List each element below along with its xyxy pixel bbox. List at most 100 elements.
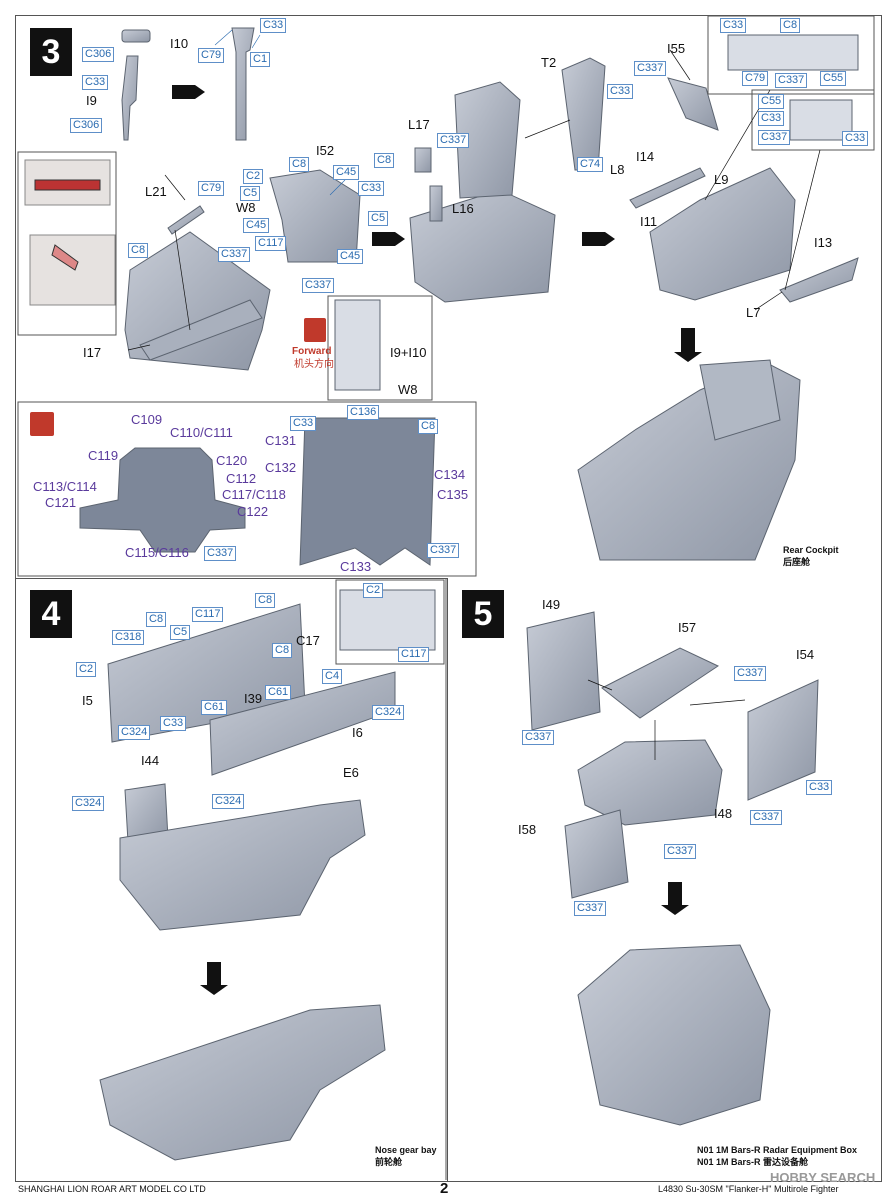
callout-c45: C45 — [333, 165, 360, 180]
callout-c8: C8 — [128, 243, 149, 258]
callout-c337: C337 — [758, 130, 791, 145]
callout-c33: C33 — [358, 181, 385, 196]
step-number-4: 4 — [30, 590, 72, 638]
rear-cockpit-label-cn: 后座舱 — [783, 557, 811, 567]
callout-c33: C33 — [290, 416, 317, 431]
part-i54: I54 — [796, 647, 815, 662]
callout-c8: C8 — [255, 593, 276, 608]
callout-c5: C5 — [240, 186, 261, 201]
part-l21: L21 — [145, 184, 167, 199]
part-i13: I13 — [814, 235, 833, 250]
callout-c117: C117 — [398, 647, 430, 662]
callout-c33: C33 — [842, 131, 869, 146]
callout-c8: C8 — [780, 18, 801, 33]
callout-c337: C337 — [574, 901, 607, 916]
decal-c135: C135 — [437, 487, 469, 502]
callout-c306: C306 — [82, 47, 115, 62]
callout-c337: C337 — [522, 730, 555, 745]
part-i14: I14 — [636, 149, 655, 164]
callout-c2: C2 — [76, 662, 97, 677]
callout-c8: C8 — [146, 612, 167, 627]
callout-c33: C33 — [607, 84, 634, 99]
callout-c5: C5 — [170, 625, 191, 640]
part-i9-i10: I9+I10 — [390, 345, 427, 360]
callout-c8: C8 — [418, 419, 439, 434]
callout-c1: C1 — [250, 52, 271, 67]
decal-c117: C117/C118 — [222, 487, 286, 502]
part-i6: I6 — [352, 725, 363, 740]
callout-c8: C8 — [272, 643, 293, 658]
part-i52: I52 — [316, 143, 335, 158]
nose-gear-label-cn: 前轮舱 — [375, 1157, 403, 1167]
decal-c112: C112 — [226, 471, 257, 486]
part-i10: I10 — [170, 36, 189, 51]
callout-c324: C324 — [72, 796, 105, 811]
forward-label-cn: 机头方向 — [294, 359, 334, 370]
callout-c337: C337 — [634, 61, 667, 76]
step4-frame — [15, 578, 448, 1182]
part-i44: I44 — [141, 753, 160, 768]
step-number-3: 3 — [30, 28, 72, 76]
part-i48: I48 — [714, 806, 733, 821]
callout-c2: C2 — [363, 583, 384, 598]
callout-c136: C136 — [347, 405, 380, 420]
part-i11: I11 — [640, 214, 658, 229]
callout-c117: C117 — [192, 607, 224, 622]
part-w8: W8 — [236, 200, 256, 215]
callout-c8: C8 — [374, 153, 395, 168]
part-i57: I57 — [678, 620, 697, 635]
callout-c55: C55 — [820, 71, 847, 86]
callout-c45: C45 — [337, 249, 364, 264]
radar-box-label: N01 1M Bars-R Radar Equipment Box — [697, 1145, 858, 1155]
decal-c134: C134 — [434, 467, 466, 482]
callout-c117: C117 — [255, 236, 287, 251]
callout-c33: C33 — [82, 75, 109, 90]
part-l9: L9 — [714, 172, 729, 187]
part-l16: L16 — [452, 201, 474, 216]
decal-c122: C122 — [237, 504, 269, 519]
part-c17: C17 — [296, 633, 320, 648]
decal-c119: C119 — [88, 448, 119, 463]
callout-c324: C324 — [212, 794, 245, 809]
part-i39: I39 — [244, 691, 263, 706]
callout-c61: C61 — [201, 700, 228, 715]
rear-cockpit-label: Rear Cockpit — [783, 545, 839, 555]
part-l17: L17 — [408, 117, 430, 132]
step-number-5: 5 — [462, 590, 504, 638]
callout-c33: C33 — [160, 716, 187, 731]
part-l8: L8 — [610, 162, 625, 177]
callout-c4: C4 — [322, 669, 343, 684]
callout-c79: C79 — [198, 48, 225, 63]
decal-c115: C115/C116 — [125, 545, 189, 560]
callout-c324: C324 — [118, 725, 151, 740]
decal-c113: C113/C114 — [33, 479, 97, 494]
part-i49: I49 — [542, 597, 561, 612]
decal-c132: C132 — [265, 460, 297, 475]
callout-c61: C61 — [265, 685, 292, 700]
callout-c33: C33 — [720, 18, 747, 33]
page-number: 2 — [440, 1180, 449, 1197]
decal-c133: C133 — [340, 559, 372, 574]
callout-c5: C5 — [368, 211, 389, 226]
callout-c337: C337 — [204, 546, 237, 561]
callout-c8: C8 — [289, 157, 310, 172]
callout-c337: C337 — [750, 810, 783, 825]
decal-c121: C121 — [45, 495, 77, 510]
part-i17: I17 — [83, 345, 102, 360]
part-e6: E6 — [343, 765, 359, 780]
company-name: SHANGHAI LION ROAR ART MODEL CO LTD — [18, 1184, 206, 1194]
part-i9: I9 — [86, 93, 97, 108]
callout-c324: C324 — [372, 705, 405, 720]
decal-c131: C131 — [265, 433, 297, 448]
callout-c337: C337 — [218, 247, 251, 262]
callout-c55: C55 — [758, 94, 785, 109]
product-name: L4830 Su-30SM "Flanker-H" Multirole Figh… — [658, 1184, 839, 1194]
forward-label: Forward — [292, 346, 332, 357]
callout-c33: C33 — [806, 780, 833, 795]
part-t2: T2 — [541, 55, 557, 70]
callout-c337: C337 — [437, 133, 470, 148]
callout-c337: C337 — [775, 73, 808, 88]
